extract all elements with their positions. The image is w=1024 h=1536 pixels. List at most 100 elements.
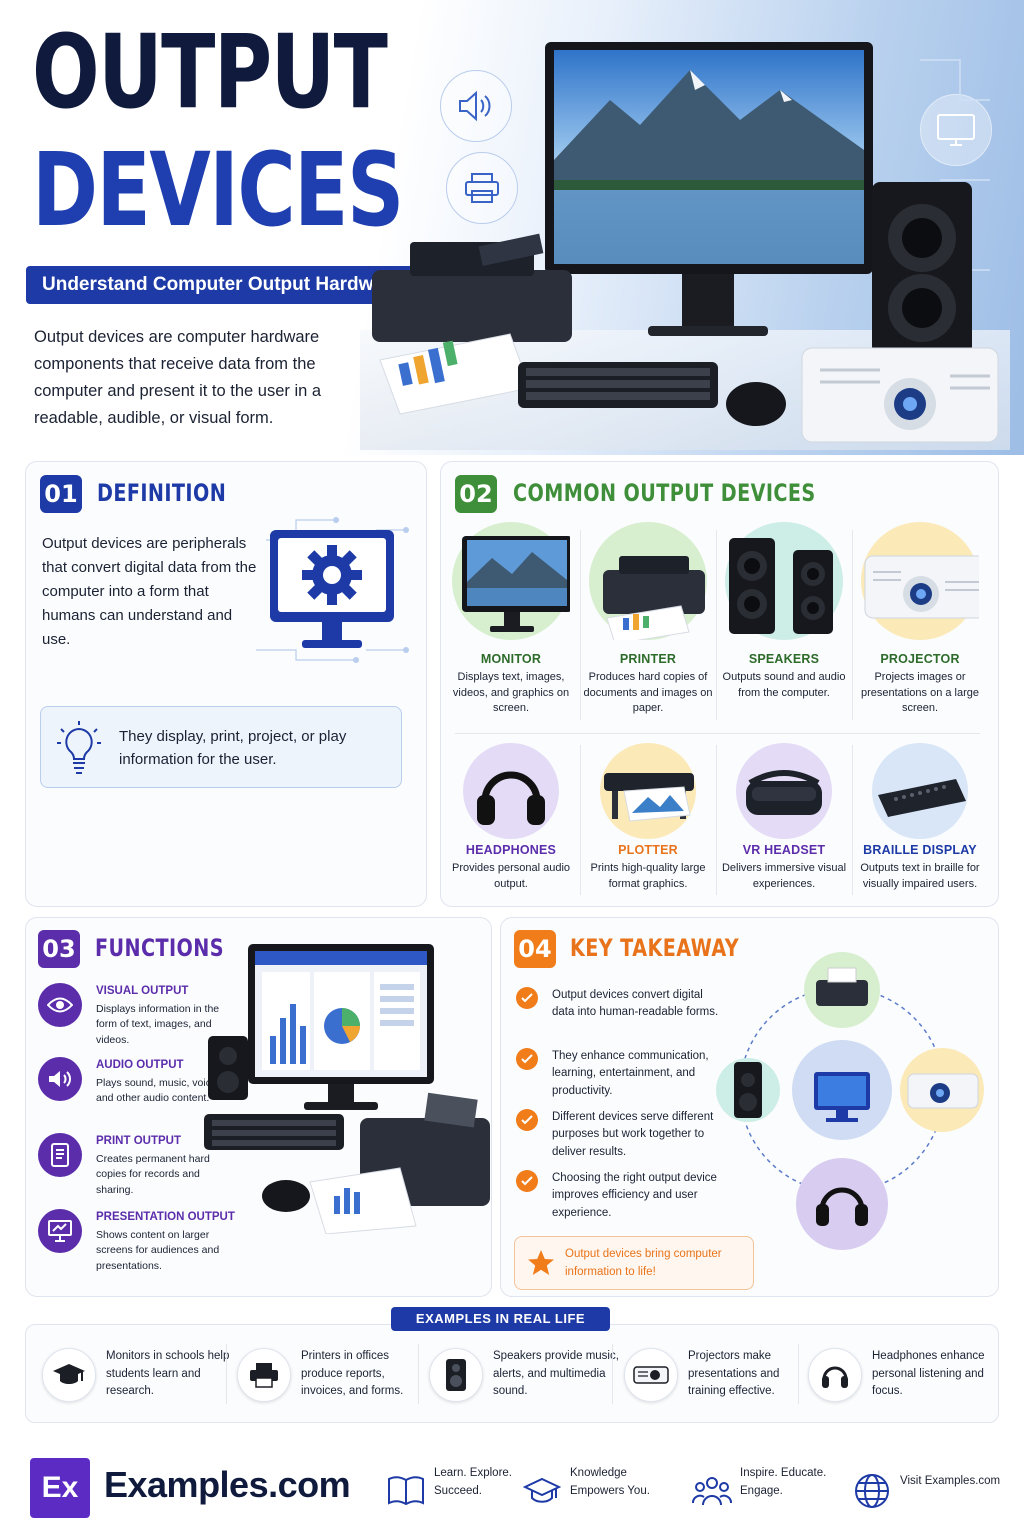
speakers-icon <box>729 538 833 634</box>
speaker-icon <box>38 1057 82 1101</box>
workstation-illustration <box>204 944 490 1234</box>
monitor-icon <box>462 536 572 632</box>
divider <box>852 745 853 895</box>
star-icon <box>528 1250 554 1275</box>
definition-text: Output devices are peripherals that conv… <box>42 535 257 648</box>
divider <box>455 733 980 734</box>
device-desc: Provides personal audio output. <box>451 862 571 890</box>
headphones-icon <box>808 1348 862 1402</box>
check-icon <box>516 1109 538 1131</box>
example-text: Monitors in schools help students learn … <box>106 1350 230 1397</box>
footer-text: Inspire. Educate. Engage. <box>740 1467 827 1497</box>
takeaway-text: Choosing the right output device improve… <box>552 1172 717 1219</box>
function-title: PRESENTATION OUTPUT <box>96 1211 235 1223</box>
device-card-vr-headset: VR HEADSET Delivers immersive visual exp… <box>719 743 849 892</box>
note-text: Output devices bring computer informatio… <box>565 1248 722 1278</box>
device-card-speakers: SPEAKERS Outputs sound and audio from th… <box>719 522 849 701</box>
device-name: VR HEADSET <box>742 843 826 857</box>
takeaway-point: Choosing the right output device improve… <box>516 1170 717 1220</box>
section-number-02: 02 <box>455 475 497 513</box>
function-desc: Displays information in the form of text… <box>96 1003 220 1046</box>
function-title: PRINT OUTPUT <box>96 1135 181 1147</box>
title-line-1: OUTPUT <box>32 13 388 132</box>
headphones-icon <box>477 771 545 825</box>
vr-headset-icon <box>746 770 822 815</box>
title-line-2: DEVICES <box>32 131 404 250</box>
takeaway-point: Different devices serve different purpos… <box>516 1109 716 1159</box>
device-card-monitor: MONITOR Displays text, images, videos, a… <box>446 522 576 717</box>
takeaway-point: They enhance communication, learning, en… <box>516 1048 716 1098</box>
device-name: HEADPHONES <box>465 843 557 857</box>
speaker-icon <box>429 1348 483 1402</box>
device-desc: Produces hard copies of documents and im… <box>583 671 713 714</box>
intro-text: Output devices are computer hardware com… <box>34 328 322 427</box>
graduation-cap-icon <box>42 1348 96 1402</box>
plotter-icon <box>604 773 694 822</box>
takeaway-text: Output devices convert digital data into… <box>552 989 719 1019</box>
divider <box>852 530 853 720</box>
example-text: Speakers provide music, alerts, and mult… <box>493 1350 619 1397</box>
tip-box: They display, print, project, or play in… <box>40 706 402 788</box>
footer-text: Knowledge Empowers You. <box>570 1467 650 1497</box>
divider <box>716 745 717 895</box>
eye-icon <box>38 983 82 1027</box>
device-card-braille-display: BRAILLE DISPLAY Outputs text in braille … <box>855 743 985 892</box>
printer-badge-icon <box>446 152 518 224</box>
function-desc: Shows content on larger screens for audi… <box>96 1229 220 1272</box>
takeaway-title: KEY TAKEAWAY <box>570 934 740 962</box>
projector-icon <box>624 1348 678 1402</box>
footer-text[interactable]: Visit Examples.com <box>900 1475 1001 1487</box>
speaker-badge-icon <box>440 70 512 142</box>
section-number-01: 01 <box>40 475 82 513</box>
device-card-plotter: PLOTTER Prints high-quality large format… <box>583 743 713 892</box>
definition-title: DEFINITION <box>97 479 227 507</box>
divider <box>580 530 581 720</box>
example-item: Monitors in schools help students learn … <box>42 1346 232 1406</box>
braille-display-icon <box>878 779 966 817</box>
device-desc: Projects images or presentations on a la… <box>860 671 980 714</box>
device-name: PROJECTOR <box>880 652 960 666</box>
device-name: BRAILLE DISPLAY <box>863 843 977 857</box>
device-network-diagram <box>716 952 984 1250</box>
examples-logo[interactable]: Ex <box>30 1458 90 1518</box>
section-number-03: 03 <box>38 930 80 968</box>
example-item: Headphones enhance personal listening an… <box>808 1346 998 1406</box>
device-name: PLOTTER <box>618 843 678 857</box>
divider <box>580 745 581 895</box>
device-desc: Displays text, images, videos, and graph… <box>452 671 570 714</box>
example-text: Printers in offices produce reports, inv… <box>301 1350 404 1397</box>
example-text: Headphones enhance personal listening an… <box>872 1350 985 1397</box>
lightbulb-icon <box>57 721 101 774</box>
page-title: OUTPUT DEVICES <box>32 13 404 250</box>
function-title: AUDIO OUTPUT <box>96 1059 184 1071</box>
takeaway-point: Output devices convert digital data into… <box>516 987 718 1037</box>
device-name: PRINTER <box>619 652 677 666</box>
tip-text: They display, print, project, or play in… <box>119 728 347 768</box>
device-name: SPEAKERS <box>748 652 820 666</box>
check-icon <box>516 1170 538 1192</box>
globe-icon <box>852 1471 892 1511</box>
document-icon <box>38 1133 82 1177</box>
function-desc: Creates permanent hard copies for record… <box>96 1153 210 1196</box>
device-name: MONITOR <box>480 652 542 666</box>
device-desc: Delivers immersive visual experiences. <box>721 862 847 890</box>
graduation-cap-icon <box>522 1471 562 1511</box>
device-desc: Outputs sound and audio from the compute… <box>722 671 846 699</box>
device-card-headphones: HEADPHONES Provides personal audio outpu… <box>446 743 576 892</box>
divider <box>226 1344 227 1404</box>
brand-name[interactable]: Examples.com <box>104 1464 351 1505</box>
example-text: Projectors make presentations and traini… <box>688 1350 780 1397</box>
device-card-projector: PROJECTOR Projects images or presentatio… <box>855 522 988 717</box>
section-number-04: 04 <box>514 930 556 968</box>
device-desc: Outputs text in braille for visually imp… <box>860 862 980 890</box>
functions-title: FUNCTIONS <box>95 934 224 962</box>
device-desc: Prints high-quality large format graphic… <box>590 862 706 890</box>
check-icon <box>516 1048 538 1070</box>
monitor-badge-icon <box>920 94 992 166</box>
subtitle-banner: Understand Computer Output Hardware <box>26 266 430 304</box>
example-item: Printers in offices produce reports, inv… <box>237 1346 427 1406</box>
device-card-printer: PRINTER Produces hard copies of document… <box>583 522 713 717</box>
examples-label: EXAMPLES IN REAL LIFE <box>391 1307 610 1331</box>
divider <box>716 530 717 720</box>
printer-icon <box>603 556 705 645</box>
